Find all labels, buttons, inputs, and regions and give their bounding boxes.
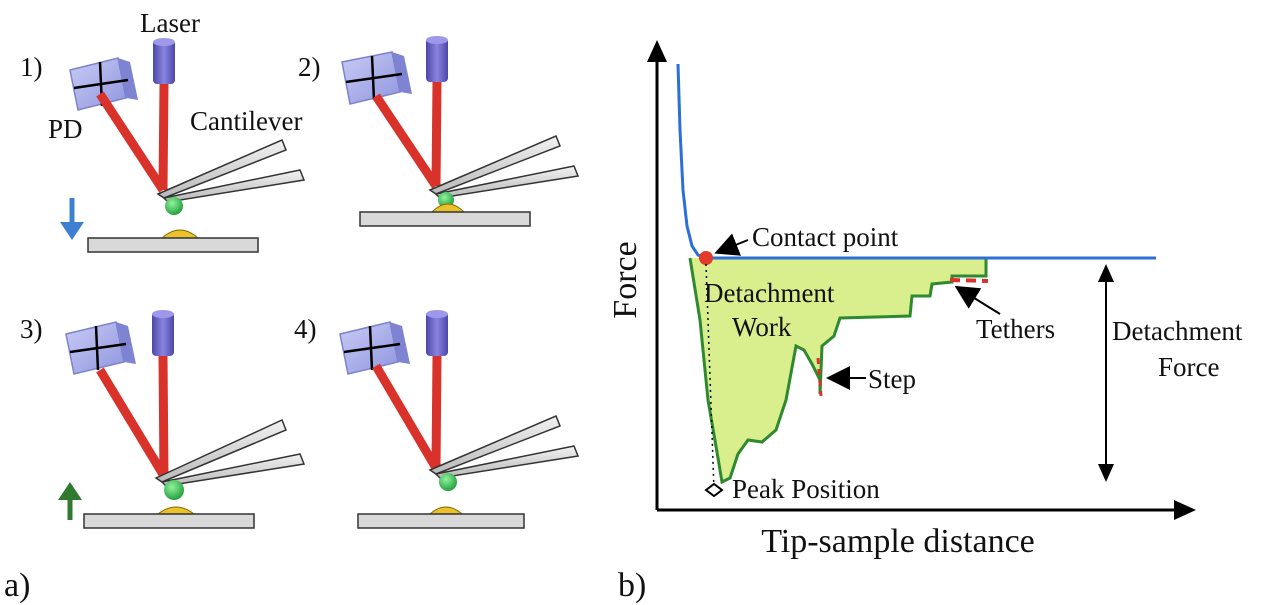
contact-point-label: Contact point [752,222,899,252]
sample-icon [428,506,464,515]
contact-point-arrow [714,233,749,256]
detachment-force-label-line1: Detachment [1112,316,1243,346]
sample-icon [156,506,196,515]
cantilever-icon [154,418,306,487]
cantilever-label: Cantilever [190,106,302,136]
cantilever-icon [428,415,580,479]
substrate [359,211,531,227]
retract-curve [688,257,988,485]
detachment-force-arrow [1098,264,1114,482]
cantilever-icon [428,135,580,199]
panel-b-tag: b) [618,567,646,604]
up-arrow-icon [58,482,82,520]
bead-icon [165,197,183,215]
laser-source-icon [426,36,448,82]
afm-scene-4: 4) [294,310,580,529]
laser-beam [372,355,442,471]
tether-marker [949,278,989,283]
peak-position-label: Peak Position [732,474,880,504]
detachment-work-label-line1: Detachment [704,278,835,308]
tethers-label: Tethers [976,314,1055,344]
afm-scene-1: 1) PD Laser Cantilever [20,8,306,253]
step-3-label: 3) [20,314,43,344]
tethers-arrow [954,285,1001,315]
afm-scene-3: 3) [20,310,306,529]
peak-guide-line [705,263,715,491]
laser-source-icon [152,310,174,356]
contact-point-marker [699,251,713,265]
laser-beam [96,355,169,479]
afm-scene-2: 2) [298,36,580,227]
step-4-label: 4) [294,314,317,344]
sample-icon [430,203,466,213]
step-label: Step [868,364,916,394]
photodiode-icon [339,321,410,375]
axes [647,40,1196,520]
y-axis-label: Force [607,241,644,318]
approach-curve [676,63,1156,260]
x-axis-label: Tip-sample distance [761,523,1035,560]
pd-label: PD [48,114,83,144]
peak-position-marker-icon [704,482,724,498]
laser-beam [372,81,442,189]
substrate [87,237,259,253]
y-axis-arrow-icon [647,40,667,62]
panel-a-tag: a) [4,567,30,604]
panel-b: b) Force Tip-sample distance Contact poi… [607,40,1243,604]
panel-a: a) 1) PD Laser [4,8,580,604]
detachment-work-label-line2: Work [732,312,792,342]
detachment-force-label-line2: Force [1158,352,1219,382]
cantilever-icon [156,139,306,203]
step-1-label: 1) [20,52,43,82]
substrate [83,513,255,529]
detachment-work-area [690,258,986,482]
step-2-label: 2) [298,52,321,82]
sample-icon [160,229,200,239]
laser-source-icon [153,38,175,84]
photodiode-icon [65,321,136,375]
down-arrow-icon [60,198,84,240]
bead-icon [164,480,184,500]
x-axis-arrow-icon [1174,500,1196,520]
substrate [357,513,525,529]
laser-source-icon [426,310,448,356]
laser-beam [96,83,169,193]
laser-label: Laser [140,8,200,38]
photodiode-icon [341,51,412,105]
bead-icon [439,473,457,491]
